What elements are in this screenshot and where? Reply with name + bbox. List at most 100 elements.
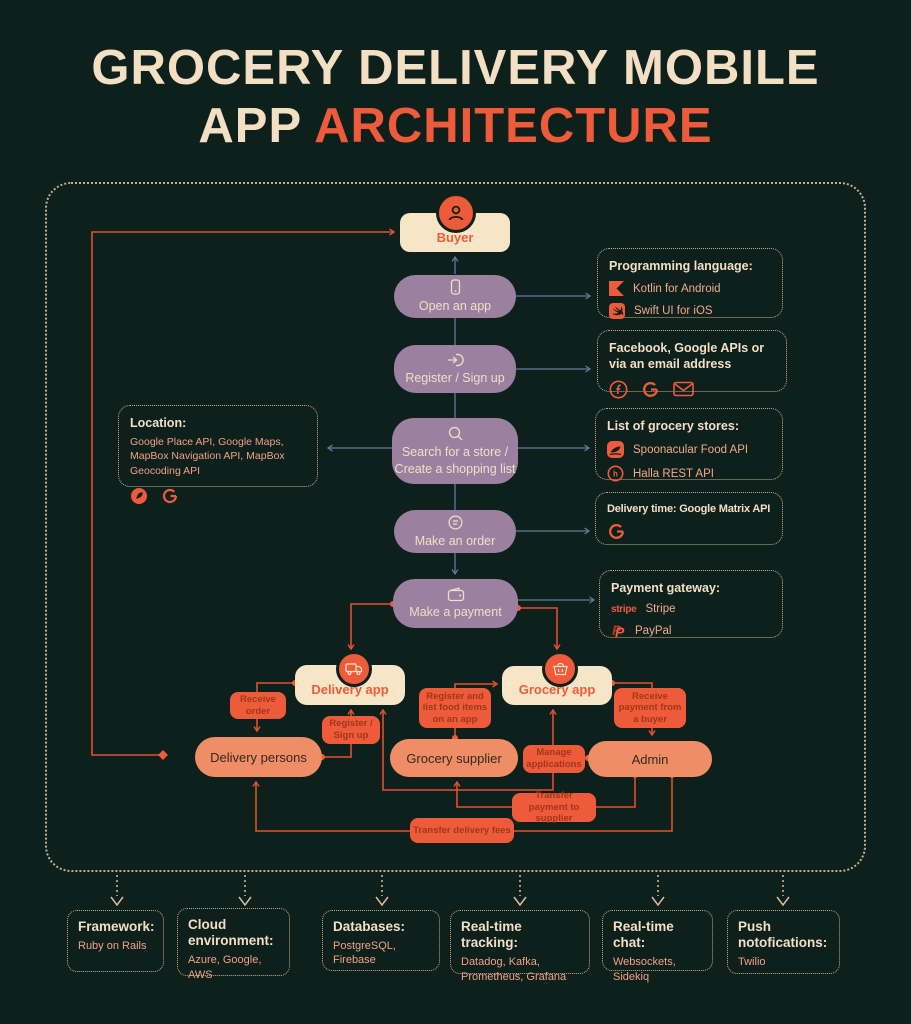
google-icon bbox=[641, 380, 660, 399]
delivery-persons-node: Delivery persons bbox=[195, 737, 322, 777]
infra-framework: Framework: Ruby on Rails bbox=[67, 910, 164, 972]
step-register-sign-up: Register / Sign up bbox=[394, 345, 516, 393]
panel-title: Payment gateway: bbox=[611, 581, 721, 595]
panel-item-label: Stripe bbox=[645, 603, 676, 616]
title-line-1: GROCERY DELIVERY MOBILE bbox=[91, 41, 820, 95]
basket-icon bbox=[542, 651, 578, 687]
panel-programming-language: Programming language: Kotlin for Android… bbox=[597, 248, 783, 320]
title-accent: ARCHITECTURE bbox=[314, 98, 713, 153]
panel-title: List of grocery stores: bbox=[607, 419, 739, 433]
infra-body: Ruby on Rails bbox=[78, 940, 147, 953]
panel-item: Kotlin for Android bbox=[609, 281, 771, 297]
grocery-supplier-node: Grocery supplier bbox=[390, 739, 518, 777]
step-label: Open an app bbox=[418, 298, 492, 313]
auth-icons bbox=[609, 380, 775, 399]
mapbox-icon bbox=[130, 487, 148, 505]
step-label: Search for a store / Create a shopping l… bbox=[394, 445, 516, 476]
edge-label-manage-applications: Manage applications bbox=[523, 745, 585, 773]
infra-title: Databases: bbox=[333, 919, 406, 934]
infra-realtime-chat: Real-time chat: Websockets, Sidekiq bbox=[602, 910, 713, 983]
halla-icon: h bbox=[607, 465, 624, 482]
edge-label-receive-order: Receive order bbox=[230, 692, 286, 719]
panel-item-label: Halla REST API bbox=[633, 467, 714, 480]
grocery-app-label: Grocery app bbox=[518, 682, 596, 697]
panel-item: Spoonacular Food API bbox=[607, 441, 771, 459]
panel-body: Google Place API, Google Maps, MapBox Na… bbox=[130, 436, 285, 477]
panel-title: Delivery time: Google Matrix API bbox=[607, 503, 771, 515]
panel-location: Location: Google Place API, Google Maps,… bbox=[118, 405, 318, 504]
infra-title: Real-time chat: bbox=[613, 919, 674, 951]
admin-node: Admin bbox=[588, 741, 712, 777]
delivery-time-icons bbox=[607, 522, 771, 541]
truck-icon bbox=[336, 651, 372, 687]
infra-title: Real-time tracking: bbox=[461, 919, 522, 951]
grocery-supplier-label: Grocery supplier bbox=[406, 750, 502, 766]
panel-title: Location: bbox=[130, 416, 187, 430]
svg-text:h: h bbox=[613, 470, 618, 479]
google-icon bbox=[161, 487, 179, 505]
kotlin-icon bbox=[609, 281, 624, 297]
email-icon bbox=[673, 381, 694, 397]
edge-label-receive-payment: Receive payment from a buyer bbox=[614, 688, 686, 728]
login-icon bbox=[446, 352, 464, 368]
search-icon bbox=[447, 425, 464, 442]
infra-body: Websockets, Sidekiq bbox=[613, 956, 676, 983]
infra-cloud-environment: Cloud environment: Azure, Google, AWS bbox=[177, 908, 290, 981]
delivery-persons-label: Delivery persons bbox=[210, 749, 307, 765]
infra-title: Framework: bbox=[78, 919, 155, 934]
infra-title: Cloud environment: bbox=[188, 917, 274, 949]
panel-item-label: PayPal bbox=[635, 624, 672, 637]
phone-icon bbox=[448, 279, 463, 296]
step-label: Make a payment bbox=[409, 604, 502, 619]
panel-title: Facebook, Google APIs or via an email ad… bbox=[609, 341, 765, 372]
title-line-2: APP ARCHITECTURE bbox=[198, 98, 713, 153]
infra-body: Datadog, Kafka, Prometheus, Grafana bbox=[461, 956, 567, 983]
step-label: Make an order bbox=[414, 533, 496, 548]
panel-item-label: Spoonacular Food API bbox=[633, 443, 749, 456]
buyer-avatar-icon bbox=[436, 193, 476, 233]
panel-grocery-stores: List of grocery stores: Spoonacular Food… bbox=[595, 408, 783, 482]
panel-item-label: Swift UI for iOS bbox=[634, 305, 713, 318]
infra-push-notifications: Push notofications: Twilio bbox=[727, 910, 840, 974]
edge-label-transfer-fees: Transfer delivery fees bbox=[410, 818, 514, 843]
infra-databases: Databases: PostgreSQL, Firebase bbox=[322, 910, 440, 971]
infra-dashed-arrows bbox=[110, 875, 790, 907]
panel-item: Swift UI for iOS bbox=[609, 303, 771, 320]
panel-delivery-time: Delivery time: Google Matrix API bbox=[595, 492, 783, 545]
google-icon bbox=[607, 522, 626, 541]
infra-body: Azure, Google, AWS bbox=[188, 954, 262, 981]
step-label: Register / Sign up bbox=[405, 370, 505, 385]
location-icons bbox=[130, 487, 306, 505]
panel-title: Programming language: bbox=[609, 259, 753, 273]
infra-body: Twilio bbox=[738, 956, 766, 969]
panel-item: stripe Stripe bbox=[611, 603, 771, 615]
edge-label-register-list-food: Register and list food items on an app bbox=[419, 688, 491, 728]
step-search-store: Search for a store / Create a shopping l… bbox=[392, 418, 518, 484]
step-make-an-order: Make an order bbox=[394, 510, 516, 553]
diagram-container bbox=[45, 182, 866, 872]
panel-auth-apis: Facebook, Google APIs or via an email ad… bbox=[597, 330, 787, 398]
admin-label: Admin bbox=[631, 751, 669, 767]
svg-text:P: P bbox=[615, 624, 625, 639]
edge-label-register-sign-up: Register / Sign up bbox=[322, 716, 380, 744]
wallet-icon bbox=[447, 587, 465, 602]
panel-item: h Halla REST API bbox=[607, 465, 771, 482]
buyer-label: Buyer bbox=[436, 230, 474, 245]
swift-icon bbox=[609, 303, 625, 320]
order-icon bbox=[447, 514, 464, 531]
step-open-an-app: Open an app bbox=[394, 275, 516, 318]
infra-title: Push notofications: bbox=[738, 919, 828, 951]
infra-realtime-tracking: Real-time tracking: Datadog, Kafka, Prom… bbox=[450, 910, 590, 983]
facebook-icon bbox=[609, 380, 628, 399]
svg-text:P: P bbox=[612, 622, 622, 638]
panel-item-label: Kotlin for Android bbox=[633, 282, 721, 295]
spoonacular-icon bbox=[607, 441, 624, 459]
stripe-icon: stripe bbox=[611, 603, 637, 615]
step-make-a-payment: Make a payment bbox=[393, 579, 518, 628]
edge-label-transfer-payment: Transfer payment to supplier bbox=[512, 790, 596, 824]
delivery-app-label: Delivery app bbox=[311, 682, 389, 697]
